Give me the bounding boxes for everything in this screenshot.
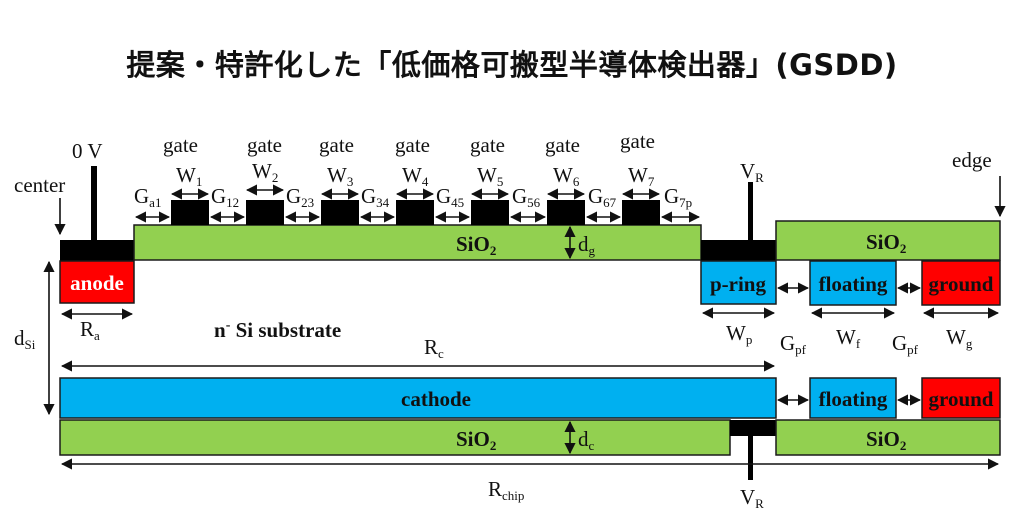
sio2-bottom-right bbox=[775, 419, 1001, 456]
sio2-bottom-right-label: SiO2 bbox=[866, 427, 906, 453]
center-label: center bbox=[14, 173, 65, 197]
substrate-label: n- Si substrate bbox=[214, 318, 341, 342]
w6-label: W6 bbox=[553, 163, 580, 189]
g56-label: G56 bbox=[512, 184, 541, 210]
g34-label: G34 bbox=[361, 184, 390, 210]
anode-label: anode bbox=[70, 271, 124, 295]
anode-region bbox=[59, 260, 135, 304]
r-chip-label: Rchip bbox=[488, 477, 524, 503]
anode-wire bbox=[91, 166, 97, 241]
vr-bottom-wire bbox=[748, 436, 753, 480]
gate-electrode bbox=[171, 200, 209, 225]
w-g-label: Wg bbox=[946, 325, 973, 351]
sio2-top-right-label: SiO2 bbox=[866, 230, 906, 256]
sio2-bottom-left bbox=[59, 419, 731, 456]
g-pf-label-2: Gpf bbox=[892, 331, 919, 357]
gate-electrode bbox=[622, 200, 660, 225]
vr-bottom-label: VR bbox=[740, 485, 764, 511]
g-pf-label-1: Gpf bbox=[780, 331, 807, 357]
sio2-bottom-left-label: SiO2 bbox=[456, 427, 496, 453]
p-ring-label: p-ring bbox=[710, 272, 767, 296]
g45-label: G45 bbox=[436, 184, 464, 210]
w2-label: W2 bbox=[252, 159, 278, 185]
anode-contact-metal bbox=[60, 240, 134, 261]
gate-electrodes bbox=[171, 200, 660, 225]
cathode-label: cathode bbox=[401, 387, 471, 411]
sio2-top-right bbox=[775, 220, 1001, 261]
g67-label: G67 bbox=[588, 184, 617, 210]
g7p-label: G7p bbox=[664, 184, 692, 210]
cathode-region bbox=[59, 377, 777, 419]
sio2-top-left-label: SiO2 bbox=[456, 232, 496, 258]
p-ring-contact-metal bbox=[701, 240, 776, 261]
r-a-label: Ra bbox=[80, 317, 100, 343]
ga1-label: Ga1 bbox=[134, 184, 161, 210]
gate-label: gate bbox=[470, 133, 505, 157]
g12-label: G12 bbox=[211, 184, 239, 210]
gate-electrode bbox=[396, 200, 434, 225]
w3-label: W3 bbox=[327, 163, 353, 189]
sio2-top-left bbox=[133, 224, 702, 261]
ground-top-label: ground bbox=[929, 272, 994, 296]
r-c-label: Rc bbox=[424, 335, 444, 361]
floating-top-label: floating bbox=[819, 272, 888, 296]
w-p-label: Wp bbox=[726, 321, 752, 347]
w-f-label: Wf bbox=[836, 325, 861, 351]
cathode-contact-metal bbox=[730, 420, 776, 436]
floating-region-bottom bbox=[809, 377, 897, 419]
ground-region-bottom bbox=[921, 377, 1001, 419]
d-c-label: dc bbox=[578, 427, 595, 453]
d-g-label: dg bbox=[578, 232, 596, 258]
page-title: 提案・特許化した「低価格可搬型半導体検出器」(GSDD) bbox=[126, 48, 898, 82]
gate-electrode bbox=[547, 200, 585, 225]
edge-label: edge bbox=[952, 148, 992, 172]
w7-label: W7 bbox=[628, 163, 655, 189]
w1-label: W1 bbox=[176, 163, 202, 189]
g23-label: G23 bbox=[286, 184, 314, 210]
p-ring-region bbox=[700, 260, 777, 305]
gate-label: gate bbox=[395, 133, 430, 157]
d-si-label: dSi bbox=[14, 326, 36, 352]
gate-label: gate bbox=[319, 133, 354, 157]
w5-label: W5 bbox=[477, 163, 503, 189]
ground-bottom-label: ground bbox=[929, 387, 994, 411]
gate-label: gate bbox=[545, 133, 580, 157]
ground-region-top bbox=[921, 260, 1001, 306]
gate-electrode bbox=[471, 200, 509, 225]
vr-top-label: VR bbox=[740, 159, 764, 185]
gate-electrode bbox=[246, 200, 284, 225]
gate-label: gate bbox=[620, 129, 655, 153]
zero-v-label: 0 V bbox=[72, 139, 103, 163]
w4-label: W4 bbox=[402, 163, 429, 189]
gate-label: gate bbox=[247, 133, 282, 157]
vr-top-wire bbox=[748, 182, 753, 241]
gate-label: gate bbox=[163, 133, 198, 157]
gate-electrode bbox=[321, 200, 359, 225]
floating-bottom-label: floating bbox=[819, 387, 888, 411]
floating-region-top bbox=[809, 260, 897, 306]
